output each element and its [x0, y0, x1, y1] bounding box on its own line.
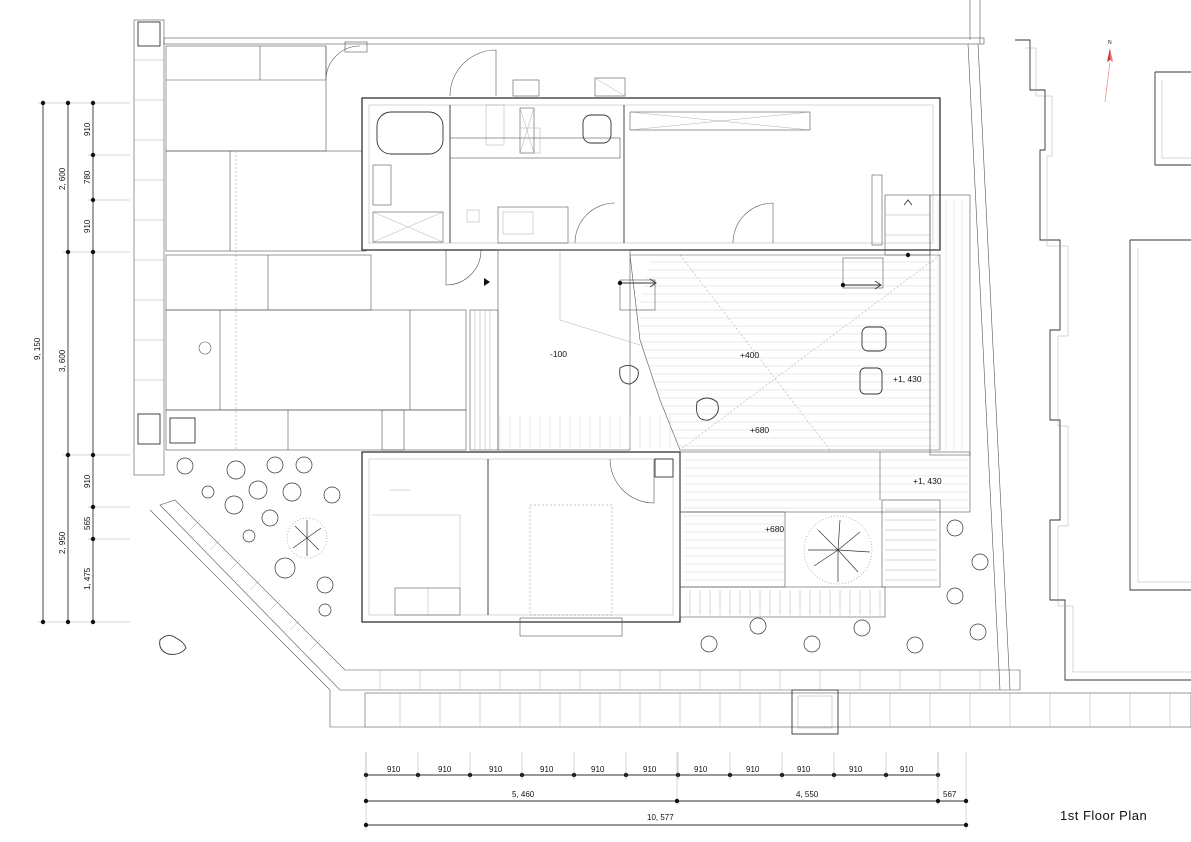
drawing-title: 1st Floor Plan: [1060, 808, 1147, 823]
level-label: +1, 430: [893, 374, 922, 384]
site-context: [133, 0, 1191, 735]
wall-blocks: [189, 519, 981, 690]
house-north-wing: [344, 41, 941, 251]
deck-boards: [640, 261, 935, 447]
dimension-total: 9, 150: [33, 337, 42, 360]
dimension-subtotal: 5, 460: [512, 790, 535, 799]
landscape-plants: [176, 456, 989, 654]
level-label: +680: [765, 524, 784, 534]
house-south-wing: [361, 451, 971, 637]
street-paving-joints: [399, 693, 1171, 727]
north-arrow: N: [1104, 40, 1113, 103]
dimension-module: 910: [83, 474, 92, 488]
toilet: [582, 114, 612, 144]
dimension-module: 910: [643, 765, 657, 774]
tree-symbol: [286, 517, 328, 559]
dimension-module: 1, 475: [83, 567, 92, 590]
dimension-module: 910: [540, 765, 554, 774]
left-dimension-lines: 910 780 910 910 565 1, 475 2, 600 3, 600…: [33, 100, 130, 625]
deck-vertical-boards: [499, 415, 671, 448]
dimension-subtotal: 4, 550: [796, 790, 819, 799]
north-label: N: [1108, 40, 1112, 46]
sink: [497, 206, 569, 244]
level-label: -100: [550, 349, 567, 359]
drain-grate: [791, 689, 839, 735]
level-label: +400: [740, 350, 759, 360]
dimension-subtotal: 567: [943, 790, 957, 799]
dimension-module: 910: [387, 765, 401, 774]
dimension-module: 565: [83, 516, 92, 530]
level-labels: -100 +400 +1, 430 +680 +1, 430 +680: [550, 349, 942, 534]
dimension-module: 910: [694, 765, 708, 774]
tree-symbol: [803, 515, 873, 585]
dimension-module: 910: [849, 765, 863, 774]
dimension-module: 910: [591, 765, 605, 774]
shrub-symbol: [176, 456, 989, 654]
dimension-module: 780: [83, 170, 92, 184]
dimension-module: 910: [900, 765, 914, 774]
dimension-module: 910: [746, 765, 760, 774]
dimension-module: 910: [83, 122, 92, 136]
dimension-module: 910: [438, 765, 452, 774]
left-paving-joints: [134, 59, 164, 381]
drain-grate: [137, 21, 161, 47]
level-label: +1, 430: [913, 476, 942, 486]
dimension-subtotal: 2, 950: [58, 531, 67, 554]
bathtub: [376, 111, 444, 155]
drain-grate: [137, 413, 161, 445]
dimension-subtotal: 3, 600: [58, 349, 67, 372]
dimension-module: 910: [489, 765, 503, 774]
level-label: +680: [750, 425, 769, 435]
bottom-dimension-lines: 910 910 910 910 910 910 910 910 910 910 …: [363, 752, 969, 830]
dimension-subtotal: 2, 600: [58, 167, 67, 190]
dimension-total: 10, 577: [647, 813, 674, 822]
living-area: [159, 194, 971, 655]
dimension-module: 910: [83, 219, 92, 233]
dimension-module: 910: [797, 765, 811, 774]
